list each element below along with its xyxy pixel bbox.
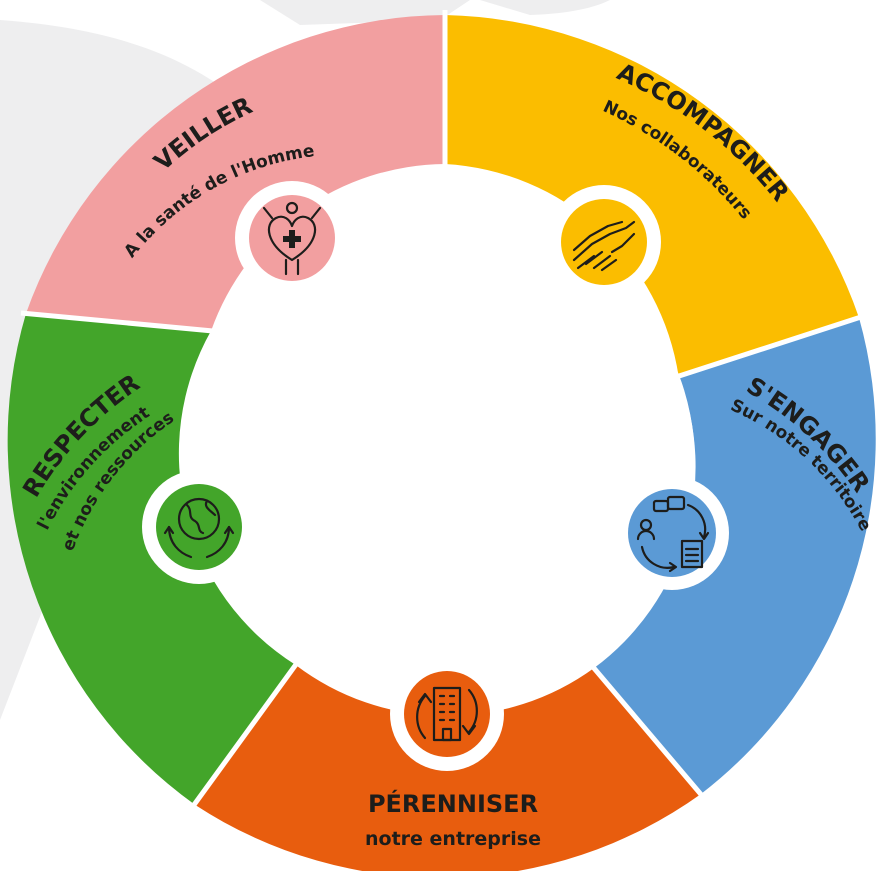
badge-perenniser xyxy=(390,657,504,771)
segment-accompagner xyxy=(445,15,859,377)
segment-separators xyxy=(20,10,865,811)
globe-hands-icon xyxy=(163,497,235,559)
segment-respecter xyxy=(7,313,296,805)
building-cycle-icon xyxy=(416,686,478,742)
handshake-icon xyxy=(572,220,636,272)
health-heart-icon xyxy=(262,201,322,276)
badge-sengager xyxy=(615,476,729,590)
segment-veiller xyxy=(26,15,445,331)
perenniser-title: PÉRENNISER xyxy=(368,789,538,818)
center-disc xyxy=(195,213,695,713)
backdrop-shape-top-right xyxy=(480,0,610,15)
community-exchange-icon xyxy=(636,495,710,573)
badge-respecter xyxy=(142,470,256,584)
badge-veiller xyxy=(235,181,349,295)
perenniser-subtitle: notre entreprise xyxy=(365,828,541,850)
badge-accompagner xyxy=(547,185,661,299)
segment-sengager xyxy=(594,317,876,795)
